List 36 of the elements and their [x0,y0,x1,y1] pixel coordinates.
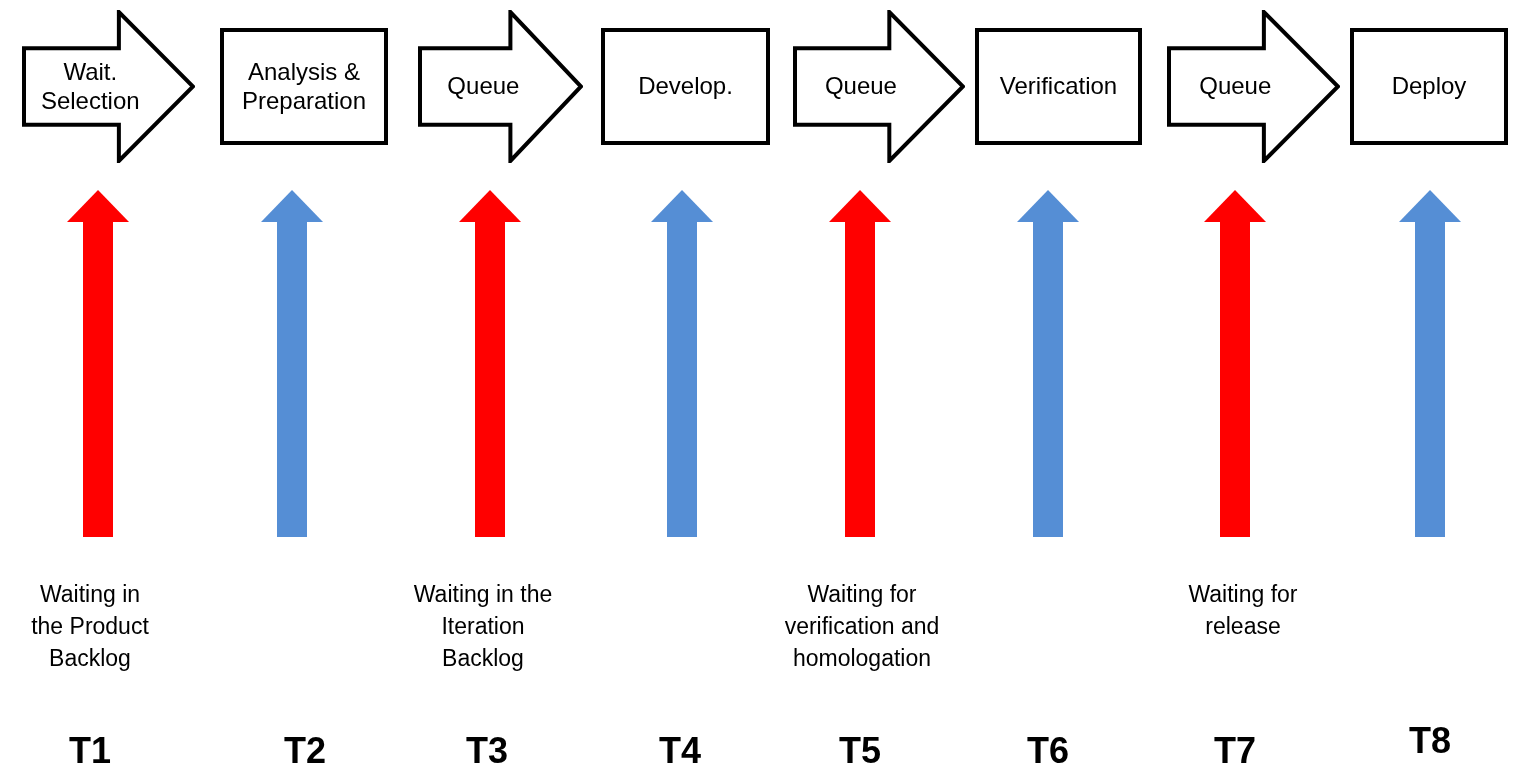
time-label: T3 [466,733,508,769]
arrow [829,190,891,537]
arrow [1399,190,1461,537]
step-label: Queue [824,72,897,101]
process-box [220,28,388,145]
time-label: T2 [284,733,326,769]
step-label: Analysis & Preparation [240,57,368,116]
waiting-note: Waiting for verification and homologation [783,580,941,674]
arrow [459,190,521,537]
arrow [67,190,129,537]
time-label: T7 [1214,733,1256,769]
waiting-note: Waiting in the Product Backlog [30,580,150,674]
arrow [261,190,323,537]
time-label: T8 [1409,723,1451,759]
arrow [1204,190,1266,537]
arrow [651,190,713,537]
process-box [975,28,1142,145]
time-label: T6 [1027,733,1069,769]
arrow [1017,190,1079,537]
time-label: T1 [69,733,111,769]
waiting-note: Waiting for release [1187,580,1299,642]
arrow-shape [418,10,583,163]
arrow-shape [793,10,965,163]
step-label: Wait. Selection [39,57,141,116]
step-label: Queue [447,72,520,101]
arrow-shape [1167,10,1340,163]
waiting-note: Waiting in the Iteration Backlog [412,580,554,674]
step-label: Queue [1199,72,1272,101]
time-label: T4 [659,733,701,769]
step-label: Develop. [638,72,733,101]
process-box [601,28,770,145]
time-label: T5 [839,733,881,769]
step-label: Verification [999,72,1118,101]
step-label: Deploy [1391,72,1467,101]
arrow-shape [22,10,195,163]
process-box [1350,28,1508,145]
